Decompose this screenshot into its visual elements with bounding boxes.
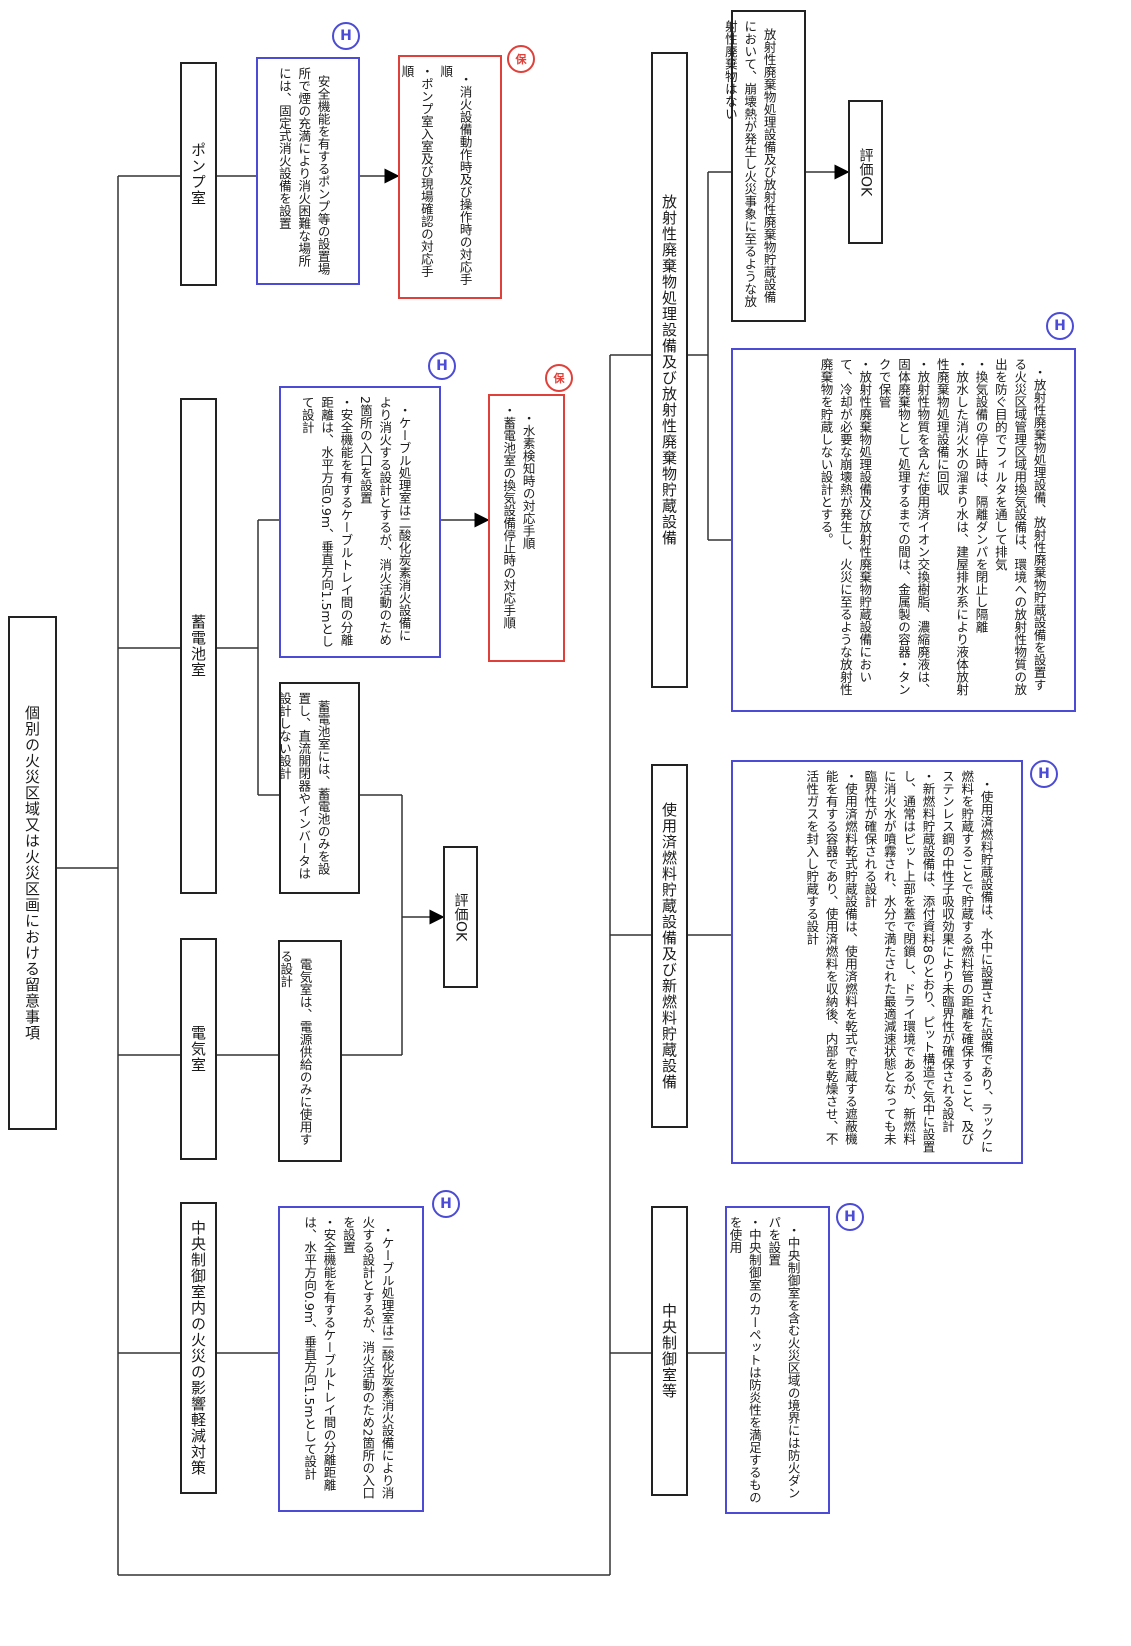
radwaste-design-box: ・放射性廃棄物処理設備、放射性廃棄物貯蔵設備を設置する火災区域管理区域用換気設備… [731,348,1076,712]
radwaste-header: 放射性廃棄物処理設備及び放射性廃棄物貯蔵設備 [651,52,688,688]
badge-h-label: H [340,28,352,44]
radwaste-note-box: 放射性廃棄物処理設備及び放射性廃棄物貯蔵設備において、崩壊熱が発生し火災事象に至… [723,10,806,322]
root-title: 個別の火災区域又は火災区画における留意事項 [23,705,41,1041]
fuel-storage-design-box: ・使用済燃料貯蔵設備は、水中に設置された設備であり、ラックに燃料を貯蔵することで… [731,760,1023,1164]
pump-room-header-text: ポンプ室 [189,142,207,206]
battery-room-note-box: 蓄電池室には、蓄電池のみを設置し、直流開閉器やインバータは設計しない設計 [276,682,360,894]
evaluation-ok-left-text: 評価OK [452,892,469,942]
badge-p-label: 保 [553,372,565,385]
battery-room-procedure-badge: 保 [545,364,573,392]
electrical-room-header-text: 電気室 [189,1025,207,1073]
badge-p-label: 保 [515,53,527,66]
badge-h-label: H [440,1196,452,1212]
radwaste-header-text: 放射性廃棄物処理設備及び放射性廃棄物貯蔵設備 [660,194,678,546]
central-control-design-badge: H [432,1190,460,1218]
badge-h-label: H [844,1209,856,1225]
evaluation-ok-right-text: 評価OK [857,147,874,197]
electrical-room-note-text: 電気室は、電源供給のみに使用する設計 [278,950,313,1146]
central-control-design-box: ・ケーブル処理室は二酸化炭素消火設備により消火する設計とするが、消火活動のため2… [278,1206,424,1512]
central-control-header: 中央制御室内の火災の影響軽減対策 [180,1202,217,1494]
fuel-storage-header: 使用済燃料貯蔵設備及び新燃料貯蔵設備 [651,764,688,1128]
pump-room-procedure-badge: 保 [507,45,535,73]
control-room-etc-header-text: 中央制御室等 [660,1303,678,1399]
badge-h-label: H [1054,318,1066,334]
battery-room-note-text: 蓄電池室には、蓄電池のみを設置し、直流開閉器やインバータは設計しない設計 [276,692,331,880]
control-room-etc-design-badge: H [836,1203,864,1231]
pump-room-design-badge: H [332,22,360,50]
fuel-storage-design-text: ・使用済燃料貯蔵設備は、水中に設置された設備であり、ラックに燃料を貯蔵することで… [804,770,994,1153]
electrical-room-note-box: 電気室は、電源供給のみに使用する設計 [278,940,342,1162]
pump-room-header: ポンプ室 [180,62,217,286]
pump-room-design-text: 安全機能を有するポンプ等の設置場所で煙の充満により消火困難な場所には、固定式消火… [276,67,331,275]
battery-room-design-text: ・ケーブル処理室は二酸化炭素消火設備により消火する設計とするが、消火活動のため2… [299,396,412,648]
evaluation-ok-left: 評価OK [443,846,478,988]
root-title-box: 個別の火災区域又は火災区画における留意事項 [8,616,57,1130]
control-room-etc-design-text: ・中央制御室を含む火災区域の境界には防火ダンパを設置 ・中央制御室のカーペットは… [727,1216,801,1504]
radwaste-note-text: 放射性廃棄物処理設備及び放射性廃棄物貯蔵設備において、崩壊熱が発生し火災事象に至… [722,20,777,308]
electrical-room-header: 電気室 [180,938,217,1160]
battery-room-design-badge: H [428,352,456,380]
radwaste-design-badge: H [1046,312,1074,340]
control-room-etc-header: 中央制御室等 [651,1206,688,1496]
pump-room-design-box: 安全機能を有するポンプ等の設置場所で煙の充満により消火困難な場所には、固定式消火… [256,57,360,285]
pump-room-procedure-box: ・消火設備動作時及び操作時の対応手順 ・ポンプ室入室及び現場確認の対応手順 [398,55,502,299]
battery-room-procedure-box: ・水素検知時の対応手順 ・蓄電池室の換気設備停止時の対応手順 [488,394,565,662]
badge-h-label: H [1038,766,1050,782]
central-control-design-text: ・ケーブル処理室は二酸化炭素消火設備により消火する設計とするが、消火活動のため2… [302,1216,395,1499]
pump-room-procedure-text: ・消火設備動作時及び操作時の対応手順 ・ポンプ室入室及び現場確認の対応手順 [399,65,473,286]
battery-room-design-box: ・ケーブル処理室は二酸化炭素消火設備により消火する設計とするが、消火活動のため2… [279,386,441,658]
fuel-storage-header-text: 使用済燃料貯蔵設備及び新燃料貯蔵設備 [660,802,678,1090]
badge-h-label: H [436,358,448,374]
radwaste-design-text: ・放射性廃棄物処理設備、放射性廃棄物貯蔵設備を設置する火災区域管理区域用換気設備… [818,358,1047,696]
battery-room-header-text: 蓄電池室 [189,614,207,678]
control-room-etc-design-box: ・中央制御室を含む火災区域の境界には防火ダンパを設置 ・中央制御室のカーペットは… [725,1206,830,1514]
evaluation-ok-right: 評価OK [848,100,883,244]
battery-room-header: 蓄電池室 [180,398,217,894]
central-control-header-text: 中央制御室内の火災の影響軽減対策 [189,1220,207,1476]
battery-room-procedure-text: ・水素検知時の対応手順 ・蓄電池室の換気設備停止時の対応手順 [501,404,536,629]
fuel-storage-design-badge: H [1030,760,1058,788]
